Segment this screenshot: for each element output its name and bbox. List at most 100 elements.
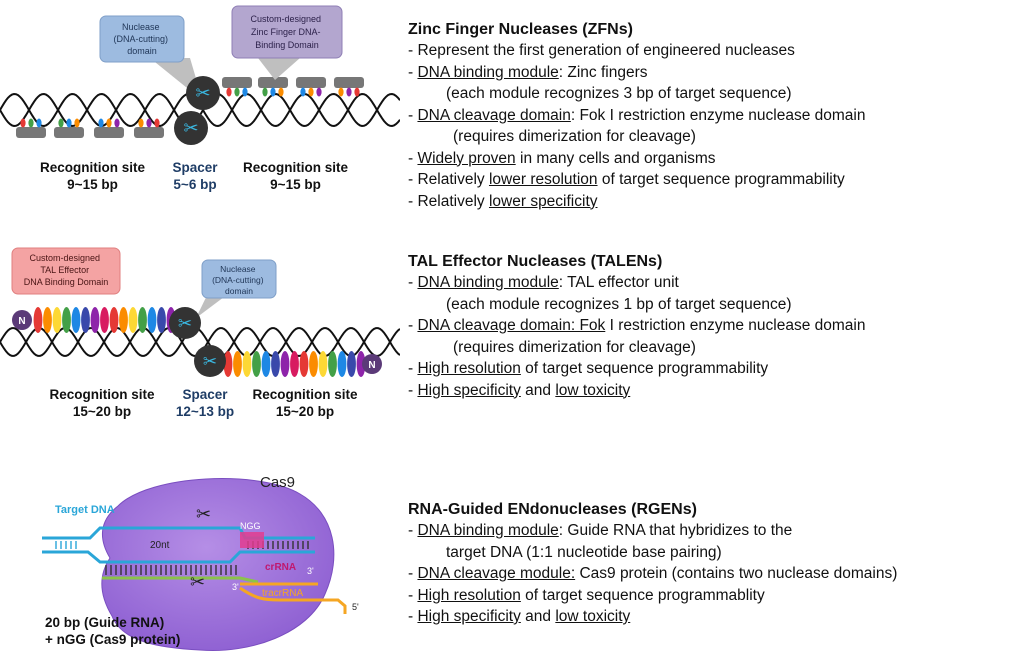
bullet-text: I restriction enzyme nuclease domain [605, 317, 866, 334]
base-contact [316, 87, 322, 97]
three-prime-label: 3' [307, 566, 314, 576]
base-contact [226, 87, 232, 97]
bullet-line: - Represent the first generation of engi… [408, 40, 1008, 62]
callout-pointer [150, 58, 200, 92]
bullet-text: - [408, 149, 418, 167]
cas9-protein [101, 478, 335, 651]
rgen-section: RNA-Guided ENdonucleases (RGENs) - DNA b… [408, 499, 1008, 628]
tal-repeat [309, 351, 318, 377]
tal-repeat [71, 307, 81, 333]
cas9-label: Cas9 [260, 474, 295, 491]
bullet-text: (requires dimerization for cleavage) [453, 128, 696, 145]
tal-effector-repeats-top [33, 307, 176, 333]
talen-section: TAL Effector Nucleases (TALENs) - DNA bi… [408, 251, 1008, 401]
bullet-text: of target sequence programmability [597, 171, 845, 188]
base-contact [138, 118, 144, 128]
talen-bullets: - DNA binding module: TAL effector unit (… [408, 272, 1008, 401]
underlined-term: High specificity [417, 608, 521, 625]
bullet-line: - DNA binding module: Zinc fingers [408, 62, 1008, 84]
base-contact [98, 118, 104, 128]
tal-repeat [138, 307, 147, 333]
n-terminus-marker [362, 354, 382, 374]
callout-text: (DNA-cutting) [113, 34, 168, 44]
base-contact [262, 87, 268, 97]
tal-repeat [299, 351, 309, 377]
bullet-line: (requires dimerization for cleavage) [408, 126, 1008, 148]
bullet-line: - DNA binding module: Guide RNA that hyb… [408, 520, 1008, 542]
spacer-label: Spacer [182, 387, 228, 402]
rgen-title: RNA-Guided ENdonucleases (RGENs) [408, 501, 697, 518]
tal-repeat [356, 351, 366, 377]
bullet-line: - High specificity and low toxicity [408, 380, 1008, 402]
callout-text: Nuclease [122, 22, 160, 32]
recognition-site-label: Recognition site [49, 387, 155, 402]
scissors-icon: ✂ [190, 572, 205, 592]
zinc-finger-modules-bottom [16, 118, 164, 138]
underlined-term: lower specificity [488, 192, 598, 210]
tal-repeat [52, 307, 62, 333]
tal-repeat [252, 351, 261, 377]
callout-text: Binding Domain [255, 40, 319, 50]
zinc-finger-module [16, 127, 46, 138]
n-terminus-label: N [18, 316, 25, 327]
recognition-site-length: 9~15 bp [67, 177, 118, 192]
zfn-section: Zinc Finger Nucleases (ZFNs) - Represent… [408, 19, 1008, 212]
base-contact [58, 118, 64, 128]
callout-text: TAL Effector [40, 265, 89, 275]
svg-text:Custom-designed Zinc Fin: Custom-designed Zinc Finger DNA- Binding… [250, 14, 323, 50]
bullet-text: Cas9 protein (contains two nuclease doma… [575, 565, 898, 582]
base-contact [242, 87, 248, 97]
tal-repeat [100, 307, 109, 333]
bullet-line: - High resolution of target sequence pro… [408, 358, 1008, 380]
base-contact [154, 118, 160, 128]
bullet-line: - Relatively lower specificity [408, 191, 1008, 213]
bullet-text: Represent the first generation of engine… [417, 42, 795, 59]
svg-text:Custom-designed TAL Effe: Custom-designed TAL Effector DNA Binding… [24, 253, 109, 287]
tal-repeat [318, 351, 328, 377]
base-contact [346, 87, 352, 97]
callout-text: Nuclease [220, 264, 256, 274]
bullet-line: - High specificity and low toxicity [408, 606, 1008, 628]
scissors-icon: ✂ [178, 314, 192, 333]
zinc-finger-module [258, 77, 288, 88]
tracrrna-label: tracrRNA [262, 588, 303, 599]
zinc-finger-module [296, 77, 326, 88]
base-contact [20, 118, 26, 128]
recognition-site-length: 9~15 bp [270, 177, 321, 192]
base-contact [36, 118, 42, 128]
scissors-icon: ✂ [195, 83, 210, 103]
zinc-finger-modules-top [222, 77, 364, 97]
underlined-term: DNA binding module [417, 274, 559, 291]
svg-text:Nuclease (DNA-cutting): Nuclease (DNA-cutting) domain [212, 264, 266, 296]
callout-text: DNA Binding Domain [24, 277, 109, 287]
spacer-label: Spacer [172, 160, 218, 175]
bullet-line: - High resolution of target sequence pro… [408, 585, 1008, 607]
bullet-line: (requires dimerization for cleavage) [408, 337, 1008, 359]
underlined-term: DNA binding module [417, 522, 559, 539]
guide-20nt-label: 20nt [150, 540, 170, 551]
spacer-length: 12~13 bp [175, 404, 235, 419]
underlined-term: High resolution [417, 586, 521, 604]
tal-repeat [290, 351, 299, 377]
tal-repeat [81, 307, 90, 333]
base-pair-ticks [55, 541, 77, 549]
n-terminus-label: N [368, 360, 375, 371]
tal-repeat [337, 351, 347, 377]
bullet-text: : TAL effector unit [558, 274, 679, 291]
bullet-text: - [408, 360, 418, 377]
underlined-term: DNA cleavage domain [417, 106, 571, 124]
tal-repeat [280, 351, 290, 377]
bullet-text: - [408, 522, 418, 539]
base-pair-ticks [105, 565, 237, 575]
recognition-site-label: Recognition site [39, 160, 145, 175]
recognition-site-length: 15~20 bp [275, 404, 335, 419]
bullet-line: target DNA (1:1 nucleotide base pairing) [408, 542, 1008, 564]
zinc-finger-callout [231, 5, 343, 59]
scissors-icon: ✂ [196, 504, 211, 524]
bullet-text: : Guide RNA that hybridizes to the [558, 522, 793, 539]
bullet-text: - [408, 106, 418, 124]
tal-repeat [128, 307, 138, 333]
underlined-term: High resolution [417, 360, 521, 377]
bullet-line: - DNA cleavage module: Cas9 protein (con… [408, 563, 1008, 585]
bullet-text: - [408, 171, 418, 188]
